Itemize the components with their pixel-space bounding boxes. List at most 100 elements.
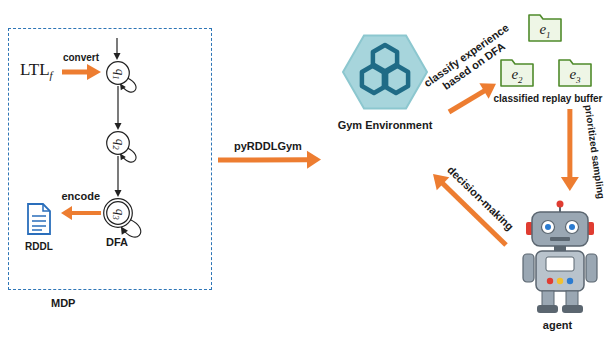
- pupil: [545, 224, 551, 230]
- antenna-light: [557, 201, 564, 208]
- rddl-file: RDDL: [19, 201, 59, 255]
- panel: [546, 257, 574, 271]
- formula-subscript: f: [50, 69, 53, 81]
- dfa-state: q1: [106, 61, 130, 85]
- arm: [586, 254, 597, 282]
- region-title: MDP: [51, 297, 75, 309]
- gym-hexagon-icon: [340, 28, 430, 116]
- interlock-pattern: [362, 45, 408, 93]
- button: [547, 278, 553, 284]
- eye: [542, 221, 555, 234]
- connector-line: [71, 211, 101, 215]
- mouth: [550, 237, 570, 241]
- head: [532, 212, 588, 246]
- arrow-head: [307, 151, 321, 169]
- subscript: 3: [111, 215, 121, 220]
- subscript: 3: [576, 75, 581, 85]
- state-label: e3: [558, 65, 592, 89]
- agent-name: agent: [510, 319, 605, 331]
- leg: [542, 291, 554, 306]
- state-label: q3: [109, 199, 128, 229]
- connector-line: [567, 109, 572, 178]
- leg: [566, 291, 578, 306]
- arrow-head: [115, 123, 122, 130]
- button: [567, 278, 573, 284]
- foot: [562, 305, 583, 313]
- ring: [384, 65, 408, 93]
- folder-outline: [529, 15, 561, 41]
- edge-label: pyRDDLGym: [234, 140, 302, 153]
- arrow-head: [115, 190, 122, 197]
- eye: [566, 221, 579, 234]
- buffer-label: classified replay buffer: [494, 93, 603, 104]
- body: [536, 251, 584, 291]
- formula-text: LTL: [20, 60, 50, 79]
- environment-name: Gym Environment: [325, 119, 445, 131]
- state-label: e1: [528, 20, 562, 44]
- circle-outline: [107, 132, 130, 155]
- connector: [561, 109, 579, 191]
- state-label: e2: [500, 65, 534, 89]
- foot: [537, 305, 558, 313]
- symbol: e: [569, 66, 576, 82]
- fold: [43, 204, 50, 211]
- arm: [523, 254, 534, 282]
- connector-line: [117, 86, 118, 124]
- formula-label: LTLf: [20, 60, 53, 81]
- connector: [449, 83, 496, 112]
- connector-line: [117, 156, 118, 191]
- arrow-head: [433, 174, 449, 190]
- symbol: e: [539, 21, 546, 37]
- experience-folder: e3: [558, 55, 592, 87]
- symbol: q: [113, 209, 128, 216]
- convert-arrow: [62, 64, 101, 80]
- arrow-head: [120, 84, 126, 91]
- page: [28, 204, 50, 234]
- experience-folder: e1: [528, 10, 562, 42]
- arrow-head: [87, 64, 101, 80]
- agent-robot: agent: [510, 195, 605, 338]
- connector: [61, 206, 101, 220]
- button: [557, 278, 563, 284]
- circle-outline: [107, 62, 130, 85]
- arrow-shaft: [62, 70, 88, 75]
- connector: [115, 86, 122, 130]
- text-lines: [32, 216, 46, 230]
- symbol: q: [113, 139, 128, 146]
- edge-label: encode: [62, 190, 101, 203]
- connector: [218, 151, 321, 169]
- arrow-shaft: [116, 38, 117, 54]
- experience-folder: e2: [500, 55, 534, 87]
- arrow-head: [121, 227, 128, 235]
- circle-inner: [107, 202, 130, 225]
- state-label: q2: [109, 132, 128, 156]
- arrow-head: [61, 206, 72, 220]
- arrow-head: [479, 83, 496, 98]
- diagram-label: DFA: [106, 236, 128, 248]
- symbol: e: [511, 66, 518, 82]
- arrow-head: [120, 154, 126, 161]
- arrow-head: [114, 53, 121, 60]
- state-label: q1: [109, 62, 128, 86]
- symbol: q: [113, 69, 128, 76]
- dfa-state: q3: [103, 198, 133, 228]
- arrow-label: convert: [63, 52, 99, 63]
- edge-label: prioritized sampling: [582, 104, 607, 200]
- document-icon: [26, 203, 52, 235]
- subscript: 1: [546, 30, 551, 40]
- connector: [115, 156, 122, 197]
- pupil: [569, 224, 575, 230]
- circle-outline: [104, 199, 133, 228]
- folder-outline: [501, 60, 533, 86]
- subscript: 1: [111, 75, 121, 80]
- folder-outline: [559, 60, 591, 86]
- initial-arrow: [114, 38, 121, 60]
- subscript: 2: [518, 75, 523, 85]
- connector-line: [449, 90, 485, 112]
- hexagon: [343, 36, 427, 109]
- connector-line: [218, 157, 308, 162]
- file-name: RDDL: [19, 241, 59, 252]
- dfa-state: q2: [106, 131, 130, 155]
